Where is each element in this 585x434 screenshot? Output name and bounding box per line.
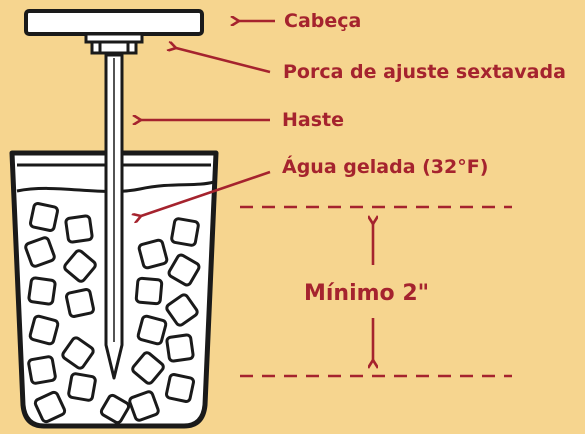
thermometer-head bbox=[24, 9, 204, 36]
ice-water-label: Água gelada (32°F) bbox=[282, 156, 489, 178]
glass-outline bbox=[9, 150, 219, 429]
nut-label: Porca de ajuste sextavada bbox=[283, 61, 566, 83]
water-surface bbox=[16, 180, 215, 194]
minimum-depth-label: Mínimo 2" bbox=[304, 281, 430, 306]
hex-nut bbox=[84, 32, 144, 55]
head-label: Cabeça bbox=[284, 10, 362, 32]
ice-cubes bbox=[24, 202, 201, 425]
ice-water-arrow bbox=[141, 170, 271, 216]
stem-label: Haste bbox=[282, 109, 345, 131]
nut-arrow bbox=[176, 48, 271, 74]
